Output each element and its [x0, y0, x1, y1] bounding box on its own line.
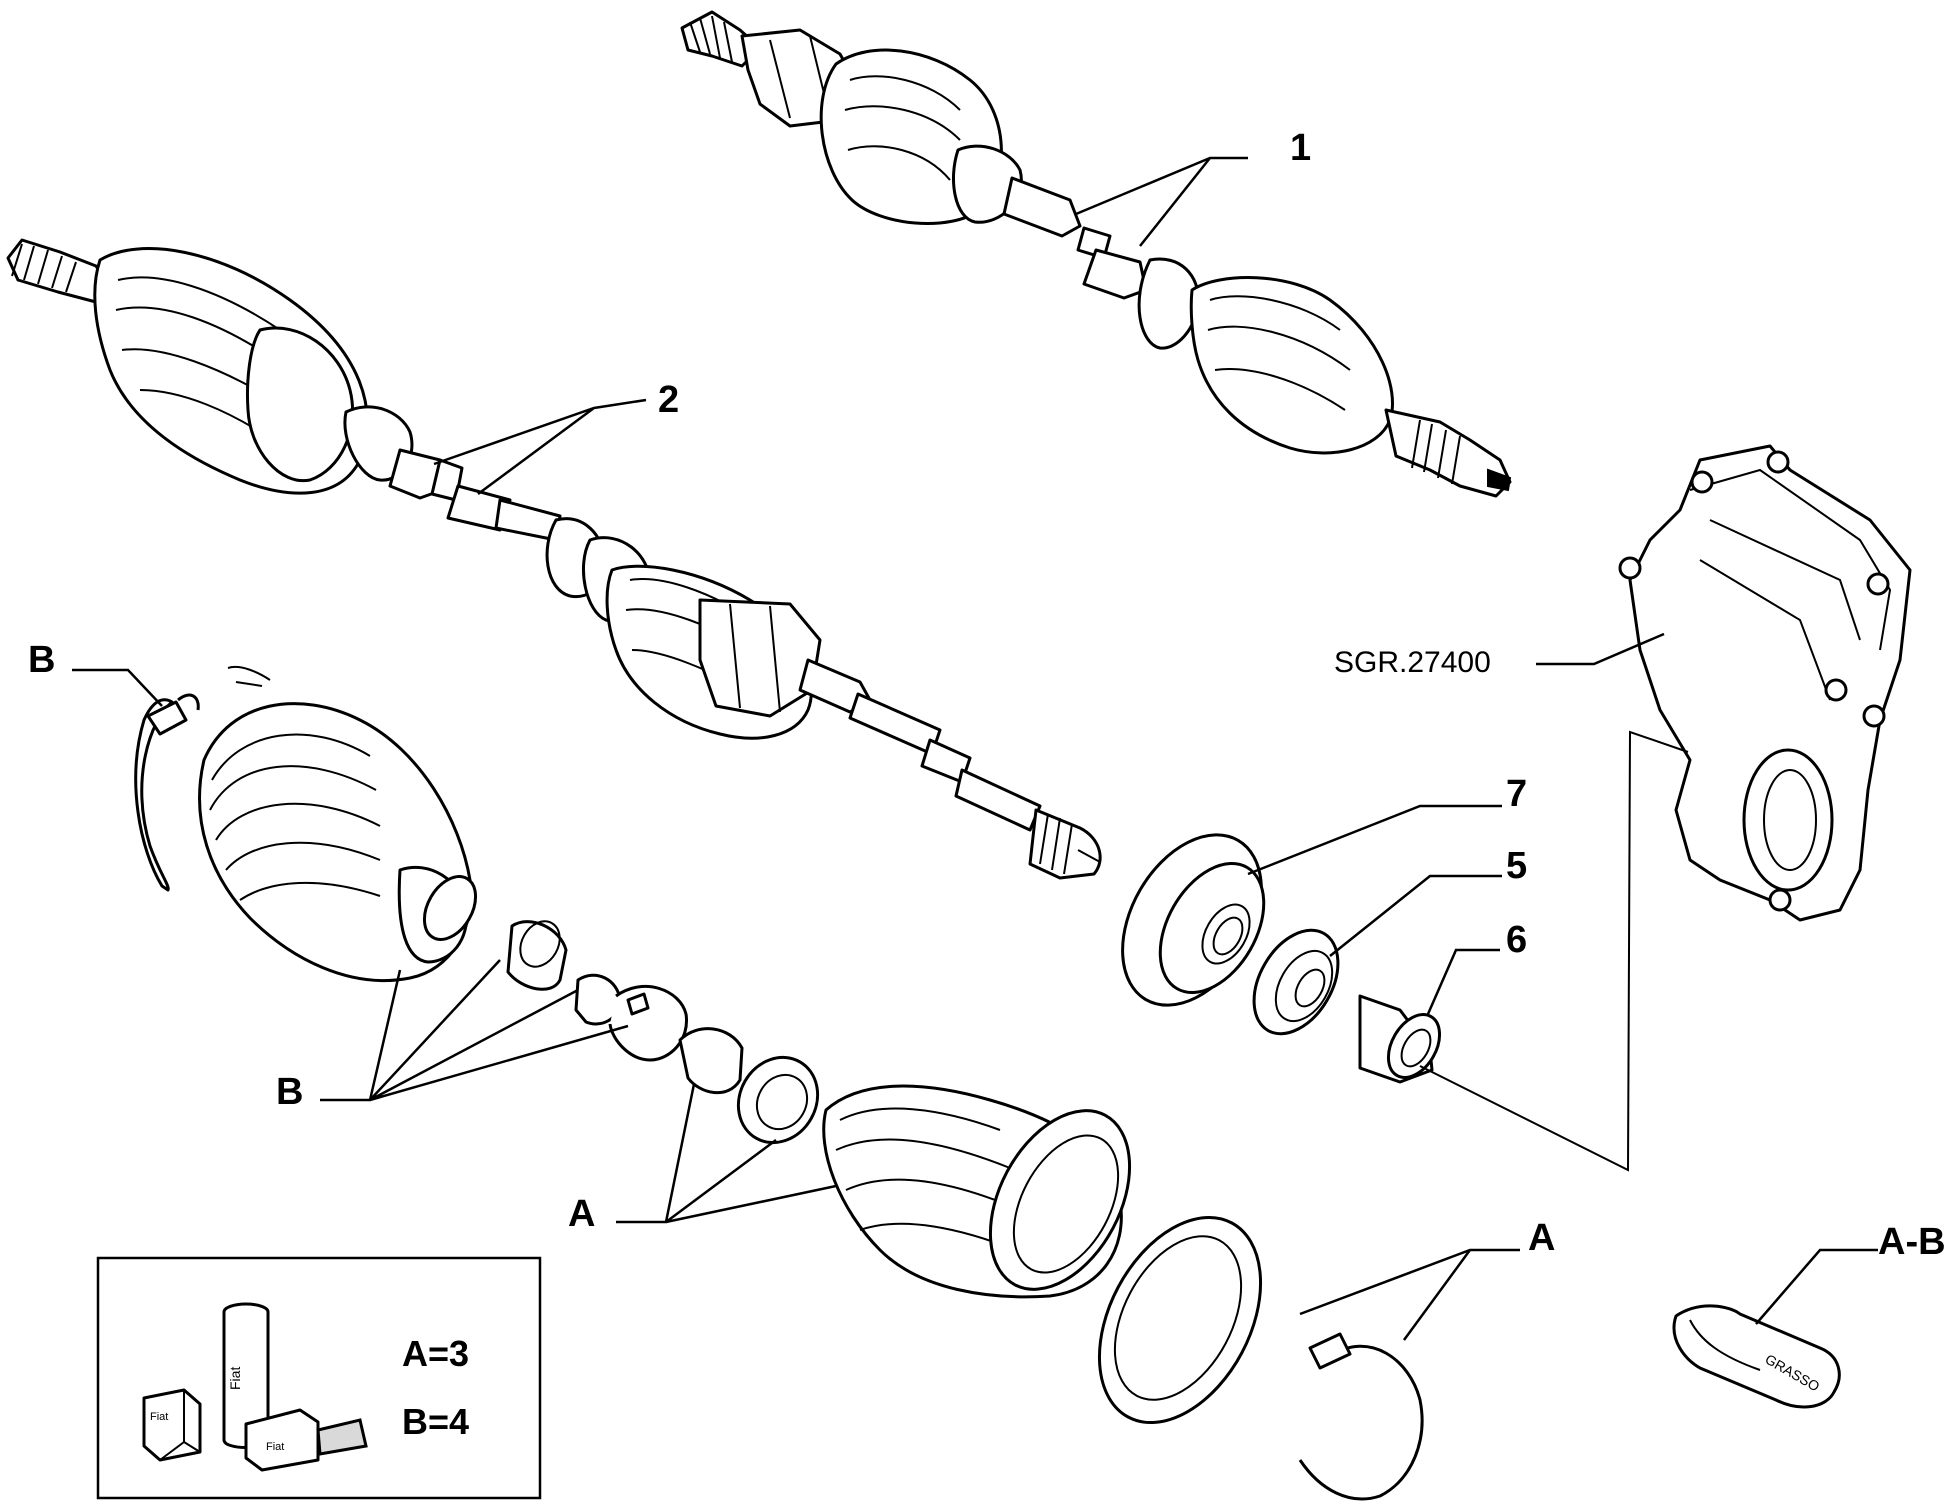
seal-7 [1121, 833, 1266, 1007]
callout-1: 1 [1290, 127, 1311, 169]
driveshaft-1 [680, 10, 1512, 498]
legend-box: Fiat Fiat Fiat A=3 B=4 [96, 1256, 542, 1500]
legend-a-count: A=3 [402, 1333, 469, 1374]
boot-kit-b [134, 666, 688, 1062]
driveshaft-2 [6, 238, 1102, 880]
callout-6: 6 [1506, 919, 1527, 961]
callout-a-left: A [568, 1193, 595, 1235]
legend-b-count: B=4 [402, 1401, 469, 1442]
leader-lines [72, 156, 1878, 1341]
svg-text:Fiat: Fiat [150, 1411, 168, 1423]
callout-b-bottom: B [276, 1071, 303, 1113]
callout-a-b: A-B [1878, 1221, 1946, 1263]
svg-text:Fiat: Fiat [266, 1441, 284, 1453]
reference-code: SGR.27400 [1334, 646, 1491, 679]
grease-pack: GRASSO [1672, 1304, 1841, 1409]
bearing-5 [1252, 928, 1340, 1036]
grease-tube-icon: Fiat [244, 1408, 368, 1472]
boot-kit-a [678, 1027, 1424, 1501]
callout-b-top: B [28, 639, 55, 681]
callout-7: 7 [1506, 773, 1527, 815]
callout-a-right: A [1528, 1217, 1555, 1259]
callout-5: 5 [1506, 845, 1527, 887]
callout-2: 2 [658, 379, 679, 421]
grease-box-icon: Fiat [142, 1388, 202, 1462]
callout-labels: 1 2 7 5 6 B B A A A-B SGR.27400 [28, 127, 1946, 1263]
bush-6 [1358, 994, 1442, 1084]
svg-text:Fiat: Fiat [227, 1367, 243, 1390]
bracket-sgr-27400 [1618, 444, 1912, 922]
